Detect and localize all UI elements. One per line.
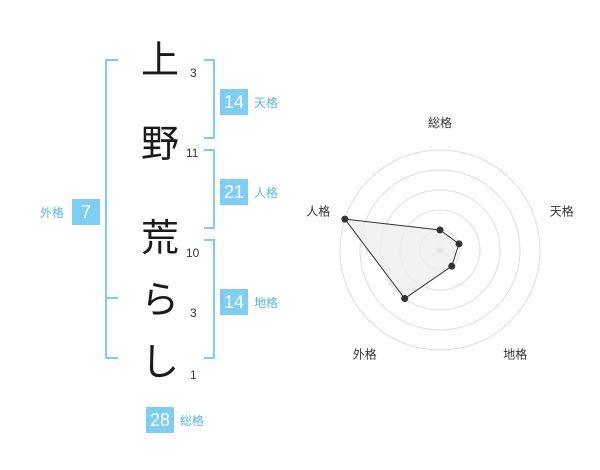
radar-ring-4 <box>359 169 521 331</box>
radar-axis-label-4: 外格 <box>353 347 377 362</box>
soukaku-label: 総格 <box>180 414 205 428</box>
jinkaku-label: 人格 <box>254 186 279 200</box>
tenkaku-label: 天格 <box>254 96 279 110</box>
radar-polygon <box>343 218 460 300</box>
jinkaku-value: 21 <box>220 179 248 205</box>
name-char-3: 荒 <box>140 216 179 260</box>
stroke-count-4: 3 <box>190 306 197 320</box>
gaikaku-value: 7 <box>72 199 100 225</box>
radar-point-2 <box>455 240 463 248</box>
stroke-count-1: 3 <box>190 66 197 80</box>
jinkaku-bracket <box>204 149 215 229</box>
bracket-lines <box>105 59 215 359</box>
radar-axis-label-5: 人格 <box>306 203 330 218</box>
gaikaku-label: 外格 <box>40 206 65 220</box>
name-char-1: 上 <box>140 38 179 82</box>
tenkaku-bracket <box>204 59 215 139</box>
radar-point-1 <box>436 226 444 234</box>
name-char-2: 野 <box>140 122 179 166</box>
stroke-count-2: 11 <box>186 146 199 160</box>
chikaku-label: 地格 <box>254 296 279 310</box>
stroke-count-5: 1 <box>190 368 197 382</box>
chikaku-bracket <box>204 239 215 359</box>
radar-axis-label-2: 天格 <box>550 203 574 218</box>
gaikaku-bracket <box>105 59 118 359</box>
radar-point-5 <box>341 215 349 223</box>
radar-ring-5 <box>339 149 541 351</box>
radar-axis-label-3: 地格 <box>503 347 527 362</box>
radar-point-4 <box>401 295 409 303</box>
tenkaku-value: 14 <box>220 89 248 115</box>
radar-axis-label-1: 総格 <box>428 115 452 130</box>
soukaku-value: 28 <box>146 407 174 433</box>
name-char-5: し <box>140 340 179 384</box>
chikaku-value: 14 <box>220 289 248 315</box>
radar-point-3 <box>448 262 456 270</box>
stroke-count-3: 10 <box>186 246 200 260</box>
name-char-4: ら <box>140 278 179 322</box>
